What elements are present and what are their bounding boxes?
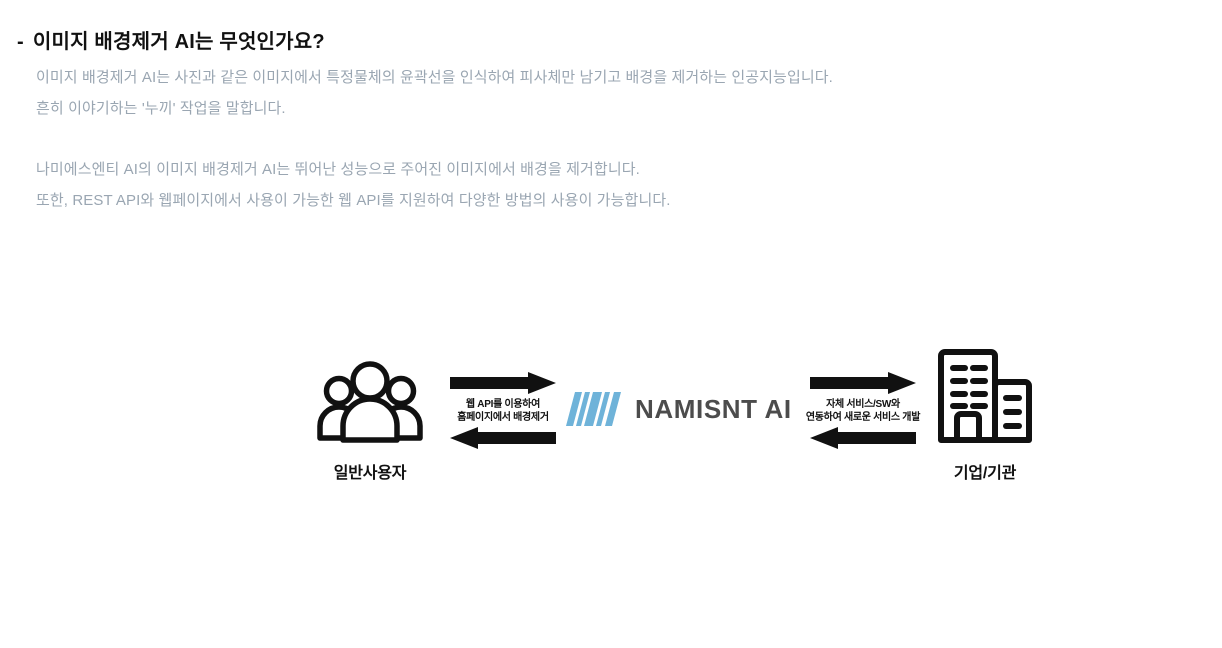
arrow-right-icon <box>797 372 929 394</box>
left-flow-group: 웹 API를 이용하여 홈페이지에서 배경제거 <box>437 372 569 449</box>
office-building-icon <box>933 349 1037 452</box>
body-copy: 이미지 배경제거 AI는 사진과 같은 이미지에서 특정물체의 윤곽선을 인식하… <box>36 62 1136 216</box>
namisnt-logo-text: NAMISNT AI <box>635 393 792 424</box>
left-flow-caption-line2: 홈페이지에서 배경제거 <box>457 412 549 423</box>
paragraph2-line2: 또한, REST API와 웹페이지에서 사용이 가능한 웹 API를 지원하여… <box>36 192 671 209</box>
right-flow-group: 자체 서비스/SW와 연동하여 새로운 서비스 개발 <box>797 372 929 449</box>
right-flow-caption-line2: 연동하여 새로운 서비스 개발 <box>805 412 921 423</box>
service-flow-diagram: 일반사용자 웹 API를 이용하여 홈페이지에서 배경제거 <box>0 330 1222 500</box>
users-node-label: 일반사용자 <box>333 465 407 482</box>
paragraph1-line2: 흔히 이야기하는 '누끼' 작업을 말합니다. <box>36 100 286 117</box>
paragraph2-line1: 나미에스엔티 AI의 이미지 배경제거 AI는 뛰어난 성능으로 주어진 이미지… <box>36 161 640 178</box>
arrow-right-icon <box>437 372 569 394</box>
diagram-node-company: 기업/기관 <box>920 344 1050 483</box>
arrow-left-icon <box>797 427 929 449</box>
paragraph-spacer <box>36 124 1136 154</box>
arrow-left-icon <box>437 427 569 449</box>
page-title-text: 이미지 배경제거 AI는 무엇인가요? <box>32 31 325 53</box>
diagram-node-users: 일반사용자 <box>305 360 435 483</box>
right-flow-caption: 자체 서비스/SW와 연동하여 새로운 서비스 개발 <box>797 398 929 424</box>
left-flow-caption: 웹 API를 이용하여 홈페이지에서 배경제거 <box>437 398 569 424</box>
paragraph1-line1: 이미지 배경제거 AI는 사진과 같은 이미지에서 특정물체의 윤곽선을 인식하… <box>36 69 833 86</box>
namisnt-logo-mark <box>566 392 621 426</box>
namisnt-logo: NAMISNT AI <box>566 392 792 426</box>
users-group-icon <box>317 361 423 452</box>
heading-dash: - <box>17 31 24 53</box>
left-flow-caption-line1: 웹 API를 이용하여 <box>465 399 541 410</box>
company-node-label: 기업/기관 <box>953 465 1017 482</box>
page-title: - 이미지 배경제거 AI는 무엇인가요? <box>17 25 325 54</box>
right-flow-caption-line1: 자체 서비스/SW와 <box>826 399 900 410</box>
